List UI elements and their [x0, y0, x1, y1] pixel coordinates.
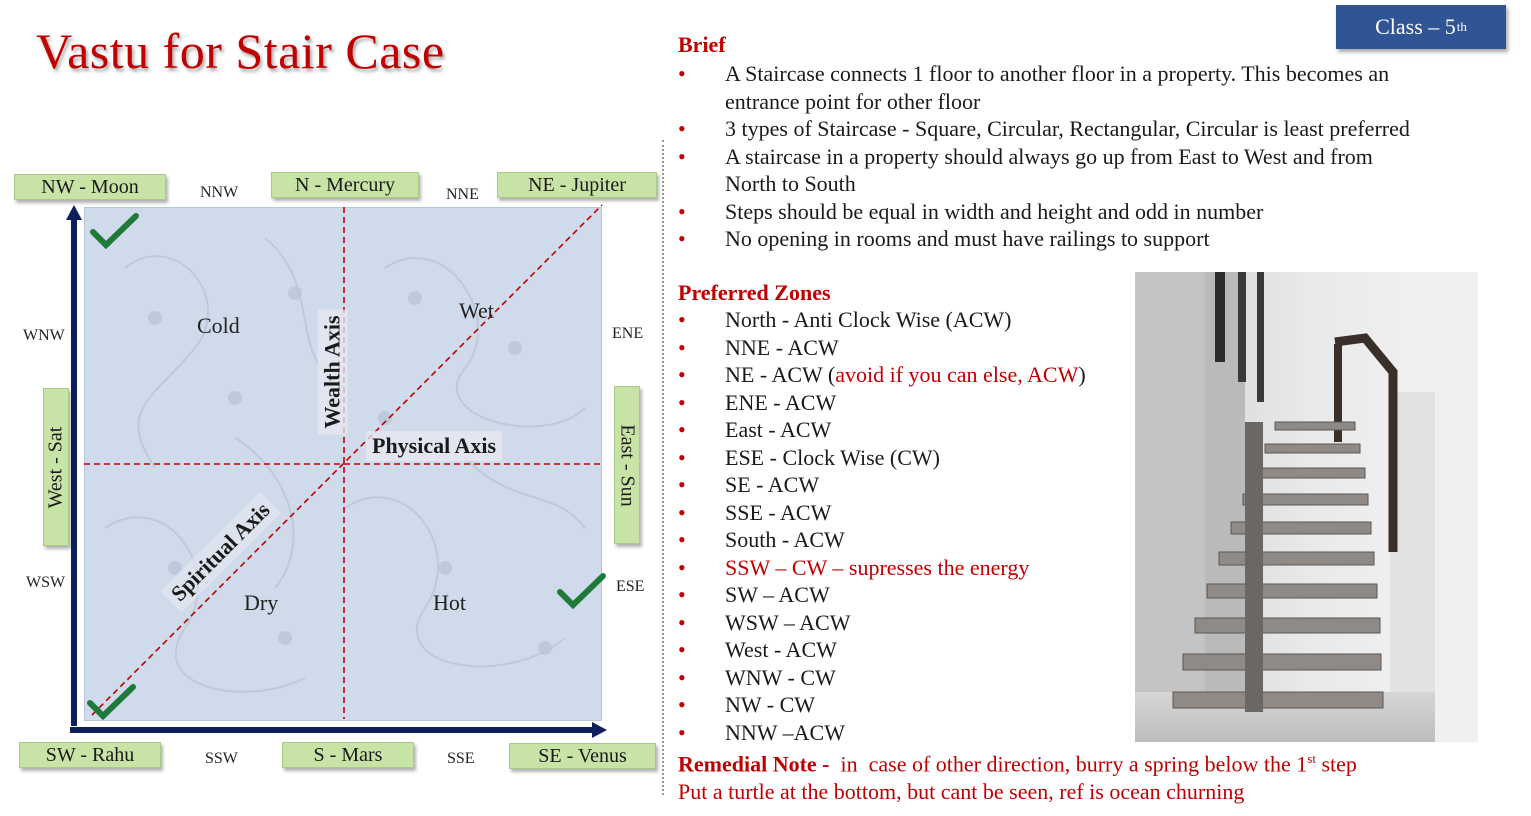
list-item: WSW – ACW	[678, 609, 1138, 637]
dir-wnw: WNW	[23, 327, 65, 344]
dir-east-label: East - Sun	[616, 423, 639, 507]
background-pattern	[104, 237, 586, 693]
dir-se-venus: SE - Venus	[509, 743, 656, 769]
brief-item-text: A staircase in a property should always …	[725, 143, 1373, 169]
y-axis-arrowhead	[66, 205, 82, 220]
list-item: East - ACW	[678, 416, 1138, 444]
list-item: West - ACW	[678, 636, 1138, 664]
list-item: SE - ACW	[678, 471, 1138, 499]
list-item: ENE - ACW	[678, 389, 1138, 417]
remedial-line1-end: step	[1315, 751, 1357, 777]
staircase-illustration	[1135, 272, 1478, 742]
brief-heading: Brief	[678, 32, 726, 57]
vastu-grid	[84, 207, 602, 721]
list-item: 3 types of Staircase - Square, Circular,…	[678, 115, 1518, 143]
dir-ssw: SSW	[205, 750, 238, 767]
dir-se-label: SE - Venus	[538, 744, 627, 767]
preferred-ne-close: )	[1078, 362, 1086, 387]
list-item: No opening in rooms and must have railin…	[678, 225, 1518, 253]
dir-ne-jupiter: NE - Jupiter	[497, 172, 657, 198]
list-item: SW – ACW	[678, 581, 1138, 609]
dir-n-mercury: N - Mercury	[271, 172, 419, 198]
page-title: Vastu for Stair Case	[36, 23, 445, 79]
dir-east-sun: East - Sun	[614, 386, 640, 544]
dir-nnw: NNW	[200, 184, 239, 201]
dir-sw-rahu: SW - Rahu	[19, 742, 161, 768]
list-item: South - ACW	[678, 526, 1138, 554]
dir-n-label: N - Mercury	[295, 173, 395, 196]
list-item: NNW –ACW	[678, 719, 1138, 747]
preferred-item-text: NE - ACW (	[725, 362, 836, 387]
dir-ne-label: NE - Jupiter	[528, 173, 626, 196]
remedial-note: Remedial Note - in case of other directi…	[678, 745, 1357, 806]
column-divider	[662, 140, 664, 795]
list-item: A Staircase connects 1 floor to another …	[678, 60, 1518, 115]
list-item: SSW – CW – supresses the energy	[678, 554, 1138, 582]
wealth-axis-label: Wealth Axis	[317, 309, 348, 435]
list-item: SSE - ACW	[678, 499, 1138, 527]
class-badge-label: Class – 5	[1375, 14, 1456, 39]
list-item: Steps should be equal in width and heigh…	[678, 198, 1518, 226]
physical-axis-label: Physical Axis	[366, 431, 503, 461]
dir-s-label: S - Mars	[313, 743, 383, 766]
dir-nw-label: NW - Moon	[41, 175, 139, 198]
dir-s-mars: S - Mars	[282, 742, 414, 768]
dir-ese: ESE	[616, 578, 645, 595]
preferred-ne-note: avoid if you can else, ACW	[835, 362, 1079, 387]
list-item: A staircase in a property should always …	[678, 143, 1518, 198]
x-axis-arrowhead	[592, 722, 607, 738]
dir-ene: ENE	[612, 325, 644, 342]
zone-hot: Hot	[433, 590, 466, 615]
dir-wsw: WSW	[26, 574, 66, 591]
remedial-sup: st	[1307, 751, 1316, 766]
brief-item-text: A Staircase connects 1 floor to another …	[725, 61, 1390, 86]
list-item: North - Anti Clock Wise (ACW)	[678, 306, 1138, 334]
list-item: ESE - Clock Wise (CW)	[678, 444, 1138, 472]
preferred-heading: Preferred Zones	[678, 280, 831, 305]
dir-nw-moon: NW - Moon	[14, 174, 166, 200]
dir-west-sat: West - Sat	[43, 388, 69, 546]
remedial-line1: in case of other direction, burry a spri…	[829, 751, 1308, 777]
dir-sse: SSE	[447, 750, 475, 767]
list-item: NW - CW	[678, 691, 1138, 719]
list-item: NE - ACW (avoid if you can else, ACW)	[678, 361, 1138, 389]
brief-list: A Staircase connects 1 floor to another …	[678, 60, 1518, 253]
list-item: NNE - ACW	[678, 334, 1138, 362]
zone-wet: Wet	[459, 298, 494, 323]
brief-item-continuation: North to South	[725, 171, 856, 196]
remedial-line2: Put a turtle at the bottom, but cant be …	[678, 779, 1245, 805]
class-badge-sup: th	[1456, 19, 1467, 34]
preferred-list: North - Anti Clock Wise (ACW) NNE - ACW …	[678, 306, 1138, 746]
remedial-label: Remedial Note -	[678, 751, 830, 777]
dir-sw-label: SW - Rahu	[45, 743, 135, 766]
zone-cold: Cold	[197, 313, 240, 338]
dir-nne: NNE	[446, 186, 479, 203]
list-item: WNW - CW	[678, 664, 1138, 692]
staircase-photo	[1135, 272, 1478, 742]
brief-item-continuation: entrance point for other floor	[725, 88, 981, 114]
dir-west-label: West - Sat	[44, 426, 67, 508]
zone-dry: Dry	[244, 590, 279, 615]
